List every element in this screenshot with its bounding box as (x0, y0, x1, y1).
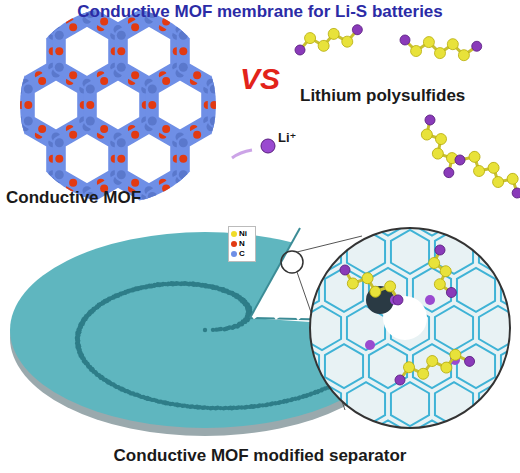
legend: NiNC (228, 226, 256, 262)
legend-text: N (239, 239, 245, 249)
legend-entry: Ni (231, 229, 253, 239)
legend-entry: C (231, 249, 253, 259)
polysulfide-chain (399, 34, 483, 62)
polysulfide-chain (453, 144, 520, 200)
label: Conductive MOF (6, 188, 141, 208)
polysulfide-chain (414, 113, 465, 180)
mof-structure (0, 0, 274, 249)
legend-swatch (231, 241, 237, 247)
legend-text: Ni (239, 229, 247, 239)
legend-swatch (231, 251, 237, 257)
polysulfide-chain (335, 263, 408, 307)
caption: Conductive MOF modified separator (0, 446, 520, 466)
label: Li⁺ (278, 130, 296, 145)
polysulfide-chain (425, 244, 458, 301)
label: Lithium polysulfides (300, 86, 465, 106)
legend-entry: N (231, 239, 253, 249)
polysulfide-chain (391, 345, 476, 387)
legend-swatch (231, 231, 237, 237)
legend-text: C (239, 249, 245, 259)
polysulfide-chain (292, 23, 365, 56)
label: VS (240, 62, 280, 96)
lithium-ion (261, 139, 275, 153)
title: Conductive MOF membrane for Li-S batteri… (0, 2, 520, 22)
